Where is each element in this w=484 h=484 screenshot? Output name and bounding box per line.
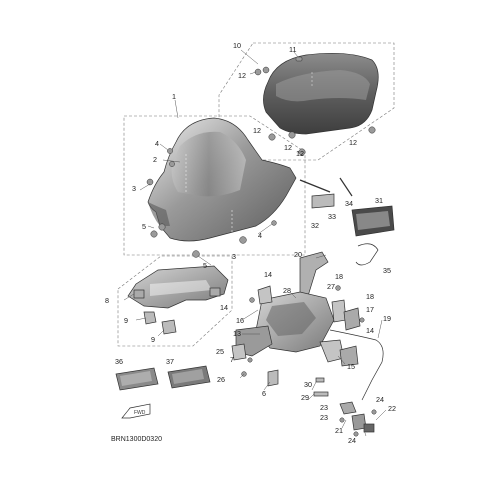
callout-7: 7 <box>230 355 234 364</box>
callout-37: 37 <box>166 357 174 366</box>
callout-32: 32 <box>311 221 319 230</box>
callout-34: 34 <box>345 199 353 208</box>
callout-30: 30 <box>304 380 312 389</box>
callout-26: 26 <box>217 375 225 384</box>
callout-12: 12 <box>238 71 246 80</box>
rider-seat <box>147 117 297 242</box>
callout-29: 29 <box>301 393 309 402</box>
callout-numbers: 1 2 3 3 4 4 5 5 6 7 8 9 9 10 11 12 12 12… <box>105 41 396 445</box>
callout-9: 9 <box>124 316 128 325</box>
callout-25: 25 <box>216 347 224 356</box>
pillion-seat <box>263 52 379 135</box>
rider-seat-hardware <box>146 148 277 258</box>
callout-17: 17 <box>366 305 374 314</box>
callout-24: 24 <box>376 395 384 404</box>
callout-14: 14 <box>366 326 374 335</box>
drawing-code: BRN1300D0320 <box>111 436 162 443</box>
callout-19: 19 <box>383 314 391 323</box>
frame-group-box <box>117 255 233 347</box>
callout-12: 12 <box>296 149 304 158</box>
callout-14: 14 <box>220 303 228 312</box>
owners-manual-items <box>115 365 211 391</box>
callout-3: 3 <box>232 252 236 261</box>
callout-3: 3 <box>132 184 136 193</box>
callout-23: 23 <box>320 413 328 422</box>
callout-35: 35 <box>383 266 391 275</box>
callout-8: 8 <box>105 296 109 305</box>
callout-12: 12 <box>349 138 357 147</box>
callout-36: 36 <box>115 357 123 366</box>
callout-5: 5 <box>142 222 146 231</box>
callout-27: 27 <box>327 282 335 291</box>
callout-10: 10 <box>233 41 241 50</box>
callout-5: 5 <box>203 261 207 270</box>
seat-lock-assembly <box>231 251 365 387</box>
callout-1: 1 <box>172 92 176 101</box>
forward-direction-arrow: FWD <box>121 403 151 419</box>
callout-11: 11 <box>289 45 296 54</box>
callout-12: 12 <box>284 143 292 152</box>
pillion-dampers <box>254 66 376 156</box>
callout-22: 22 <box>388 404 396 413</box>
callout-13: 13 <box>233 329 241 338</box>
callout-21: 21 <box>335 426 343 435</box>
callout-12: 12 <box>253 126 261 135</box>
pillion-seat-group-box <box>218 42 395 161</box>
seat-lock-catch <box>295 56 303 62</box>
callout-31: 31 <box>375 196 383 205</box>
callout-24: 24 <box>348 436 356 445</box>
rider-seat-group-box <box>123 115 306 256</box>
callout-16: 16 <box>236 316 244 325</box>
tool-strap-parts <box>299 177 395 266</box>
lock-cylinder-parts <box>313 377 377 437</box>
callout-18: 18 <box>335 272 343 281</box>
callout-4: 4 <box>155 139 159 148</box>
callout-20: 20 <box>294 250 302 259</box>
seat-lock-cable <box>329 329 384 401</box>
callout-33: 33 <box>328 212 336 221</box>
callout-4: 4 <box>258 231 262 240</box>
callout-18: 18 <box>366 292 374 301</box>
leader-lines <box>123 49 387 437</box>
seat-bracket-frame <box>127 265 229 335</box>
callout-9: 9 <box>151 335 155 344</box>
callout-23: 23 <box>320 403 328 412</box>
callout-6: 6 <box>262 389 266 398</box>
fwd-label: FWD <box>134 410 146 416</box>
callout-15: 15 <box>347 362 355 371</box>
callout-2: 2 <box>153 155 157 164</box>
callout-14: 14 <box>264 270 272 279</box>
callout-28: 28 <box>283 286 291 295</box>
